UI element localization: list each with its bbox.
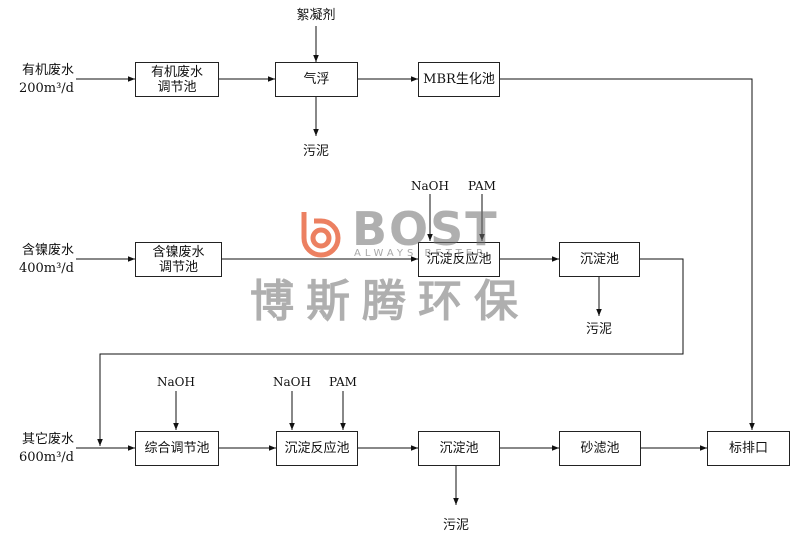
flotation-label: 气浮	[303, 72, 330, 87]
input-nickel-name: 含镍废水	[21, 243, 74, 258]
nickel-tank-line2: 调节池	[158, 259, 198, 275]
settling-tank: 沉淀池	[418, 431, 500, 466]
combined-tank-label: 综合调节池	[144, 441, 210, 456]
input-other-flow: 600m³/d	[18, 450, 74, 465]
nickel-tank-line1: 含镍废水	[152, 244, 205, 260]
nickel-reaction-label: 沉淀反应池	[426, 252, 492, 267]
sludge-output-2: 污泥	[585, 322, 612, 337]
arrow-settling-to-combined	[97, 258, 684, 446]
nickel-settling-tank: 沉淀池	[559, 242, 640, 277]
nickel-reaction-tank: 沉淀反应池	[418, 242, 500, 277]
reagent-naoh-1: NaOH	[411, 179, 449, 193]
input-organic-flow: 200m³/d	[18, 81, 74, 96]
reagent-flocculant: 絮凝剂	[296, 8, 336, 23]
outlet-label: 标排口	[728, 441, 768, 456]
reaction-label: 沉淀反应池	[284, 441, 350, 456]
arrow-mbr-to-outlet	[500, 78, 755, 430]
reagent-pam-1: PAM	[468, 179, 496, 193]
mbr-bioreactor: MBR生化池	[418, 62, 500, 97]
reagent-pam-2: PAM	[329, 375, 357, 389]
mbr-label: MBR生化池	[423, 72, 495, 87]
reagent-naoh-3: NaOH	[273, 375, 311, 389]
nickel-regulating-tank: 含镍废水 调节池	[135, 242, 222, 277]
input-nickel-flow: 400m³/d	[18, 261, 74, 276]
combined-regulating-tank: 综合调节池	[135, 431, 219, 466]
brand-logo-icon	[301, 212, 341, 258]
input-organic-name: 有机废水	[21, 63, 74, 78]
reaction-tank: 沉淀反应池	[276, 431, 358, 466]
watermark-tagline: ALWAYS BETTER	[354, 248, 488, 259]
flotation-unit: 气浮	[275, 62, 358, 97]
sludge-output-3: 污泥	[442, 518, 469, 533]
organic-regulating-tank: 有机废水 调节池	[135, 62, 219, 97]
nickel-settling-label: 沉淀池	[579, 252, 619, 267]
watermark-company-name: 博斯腾环保	[250, 276, 530, 327]
settling-label: 沉淀池	[439, 441, 479, 456]
sludge-output-1: 污泥	[302, 144, 329, 159]
organic-tank-line2: 调节池	[157, 79, 197, 95]
input-other-name: 其它废水	[21, 432, 74, 447]
watermark-brand: BOST	[352, 202, 499, 256]
reagent-naoh-2: NaOH	[157, 375, 195, 389]
sand-filter-label: 砂滤池	[580, 441, 620, 456]
discharge-outlet: 标排口	[707, 431, 790, 466]
organic-tank-line1: 有机废水	[150, 64, 203, 80]
sand-filter-tank: 砂滤池	[559, 431, 641, 466]
